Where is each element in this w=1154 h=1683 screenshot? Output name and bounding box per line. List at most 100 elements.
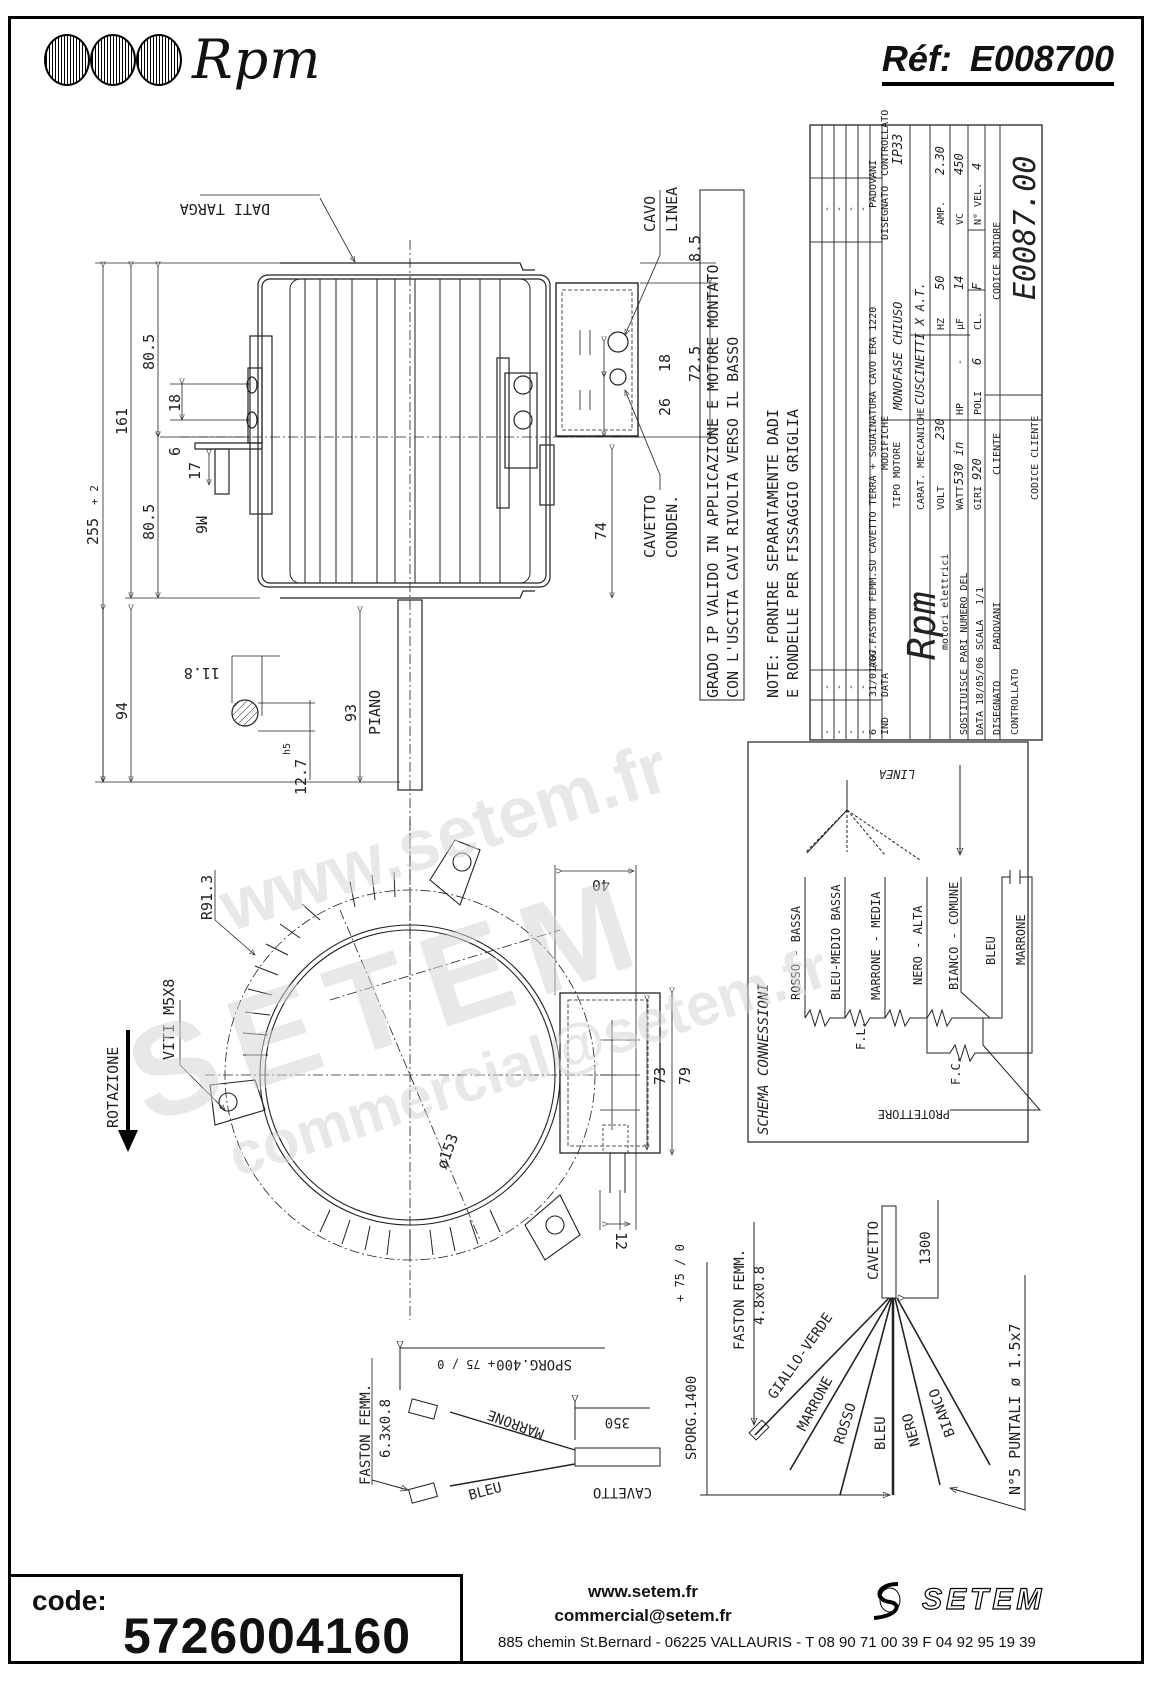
- drawing-label: NERO: [900, 1411, 924, 1448]
- drawing-label: NERO - ALTA: [911, 905, 925, 985]
- drawing-group: DATI TARGA 255 + 2 161 80.5 80.5 18 6 17…: [84, 187, 704, 795]
- label-terminals: N°5 PUNTALI ø 1.5x7: [1006, 1323, 1024, 1495]
- drawing-label: PADOVANI: [992, 602, 1003, 650]
- drawing-label: -: [822, 684, 833, 690]
- drawing-label: -: [822, 206, 833, 212]
- address: 885 chemin St.Bernard - 06225 VALLAURIS …: [498, 1634, 1036, 1651]
- drawing-label: MARRONE: [794, 1374, 836, 1434]
- drawing-label: 18: [166, 394, 184, 412]
- drawing-label: 6: [166, 447, 184, 456]
- spec-speeds: 4: [970, 163, 984, 170]
- drawing-label: VOLT: [936, 486, 947, 510]
- drawing-label: TIPO MOTORE: [892, 442, 903, 508]
- label-rotazione: ROTAZIONE: [104, 1047, 122, 1128]
- dim-overall: 255: [84, 518, 102, 545]
- drawing-sheet: [8, 16, 1144, 1664]
- spec-amp: 2.30: [933, 146, 947, 175]
- drawing-label: 73: [651, 1067, 669, 1085]
- drawing-label: DATA: [880, 673, 891, 697]
- drawing-label: BIANCO: [926, 1386, 958, 1439]
- product-code: 5726004160: [123, 1608, 412, 1664]
- drawing-label: CAVO: [641, 196, 659, 232]
- drawing-label: MARRONE: [485, 1406, 546, 1441]
- drawing-label: F.C.: [949, 1056, 963, 1085]
- drawing-group: FASTON FEMM. 6.3x0.8 SPORG.400 + 75 / 0 …: [358, 1356, 652, 1504]
- drawing-label: -: [858, 206, 869, 212]
- drawing-label: -: [846, 684, 857, 690]
- drawing-label: CONTROLLATO: [880, 110, 891, 176]
- schematic-title: SCHEMA CONNESSIONI: [756, 983, 772, 1135]
- drawing-label: -: [858, 729, 869, 735]
- drawing-label: GIRI: [973, 486, 984, 510]
- motor-type: MONOFASE CHIUSO: [891, 302, 905, 411]
- revision-note: AGG.FASTON FEMM.SU CAVETTO TERRA + SGUAI…: [868, 307, 879, 668]
- website-link[interactable]: www.setem.fr: [588, 1582, 698, 1601]
- drawing-label: N° VEL.: [973, 183, 984, 225]
- drawing-label: LINEA: [879, 767, 915, 781]
- drawing-label: ROSSO - BASSA: [789, 905, 803, 1000]
- drawing-label: LINEA: [663, 187, 681, 232]
- drawing-label: µF: [955, 318, 966, 330]
- drawing-label: CLIENTE: [992, 433, 1003, 475]
- label-piano: PIANO: [366, 690, 384, 735]
- drawing-label: BIANCO - COMUNE: [947, 882, 961, 990]
- email-link[interactable]: commercial@setem.fr: [554, 1606, 732, 1625]
- capacitor-cable: [371, 1348, 661, 1504]
- drawing-group: SPORG.1400 + 75 / 0 FASTON FEMM. 4.8x0.8…: [673, 1221, 1024, 1495]
- drawing-label: SOSTITUISCE PARI NUMERO DEL: [959, 572, 970, 735]
- drawing-label: -: [955, 359, 966, 365]
- drawing-label: MARRONE: [1014, 914, 1028, 965]
- ip-note-line1: GRADO IP VALIDO IN APPLICAZIONE E MOTORE…: [704, 265, 722, 698]
- drawing-label: 79: [676, 1067, 694, 1085]
- drawing-label: 6: [868, 729, 879, 735]
- drawing-label: CARAT. MECCANICHE: [916, 408, 927, 510]
- drawing-group: [754, 1297, 991, 1496]
- drawing-label: CAVETTO: [866, 1221, 882, 1280]
- drawing-label: 6.3x0.8: [378, 1399, 394, 1458]
- reference-number: Réf: E008700: [881, 38, 1114, 86]
- drawing-label: 93: [342, 704, 360, 722]
- setem-brand: SETEM: [921, 1582, 1046, 1616]
- drawing-label: BLEU: [984, 936, 998, 965]
- drawing-label: MODIFICHE: [880, 416, 891, 470]
- drawing-label: MARRONE - MEDIA: [869, 891, 883, 1000]
- drawing-label: 1300: [918, 1231, 934, 1265]
- label-faston-cap: FASTON FEMM.: [358, 1384, 374, 1485]
- drawing-label: DATA: [975, 711, 986, 735]
- spec-giri: 920: [970, 458, 984, 480]
- drawing-label: -: [858, 684, 869, 690]
- drawing-label: 26: [656, 398, 674, 416]
- code-label: code:: [32, 1585, 107, 1616]
- ref-value: E008700: [969, 38, 1114, 79]
- drawing-label: 4.8x0.8: [752, 1266, 768, 1325]
- drawing-group: ROTAZIONE R91.3 VITI M5X8 ø153 40 73 79 …: [104, 875, 694, 1250]
- drawing-label: POLI: [973, 391, 984, 415]
- drawing-label: M6: [192, 516, 210, 534]
- drawing-label: 18: [656, 354, 674, 372]
- drawing-label: CAVETTO: [641, 495, 659, 558]
- code-box: code: 5726004160: [8, 1574, 463, 1664]
- ref-label: Réf:: [881, 38, 952, 79]
- side-view: [95, 190, 716, 980]
- drawing-label: F.L.: [854, 1021, 868, 1050]
- drawing-label: FASTON FEMM.: [732, 1249, 748, 1350]
- drawing-label: + 75 / 0: [673, 1244, 687, 1302]
- note-line2: E RONDELLE PER FISSAGGIO GRIGLIA: [784, 409, 802, 698]
- drawing-label: 18/05/06: [975, 657, 986, 705]
- drawing-label: -: [834, 684, 845, 690]
- drawing-label: 1/1: [975, 587, 986, 605]
- drawing-group: [103, 267, 710, 782]
- drawing-label: 40: [592, 876, 610, 894]
- drawing-label: motori elettrici: [940, 554, 951, 650]
- drawing-label: -: [846, 206, 857, 212]
- main-cable: [700, 1200, 1026, 1511]
- drawing-label: DISEGNATO: [880, 186, 891, 240]
- drawing-label: CODICE CLIENTE: [1030, 416, 1041, 500]
- drawing-label: PADOVANI: [868, 160, 879, 208]
- drawing-label: + 2: [88, 485, 101, 505]
- drawing-label: -: [959, 604, 970, 610]
- drawing-label: IND: [880, 717, 891, 735]
- motor-code: E0087.00: [1008, 156, 1043, 301]
- drawing-group: [562, 871, 672, 1224]
